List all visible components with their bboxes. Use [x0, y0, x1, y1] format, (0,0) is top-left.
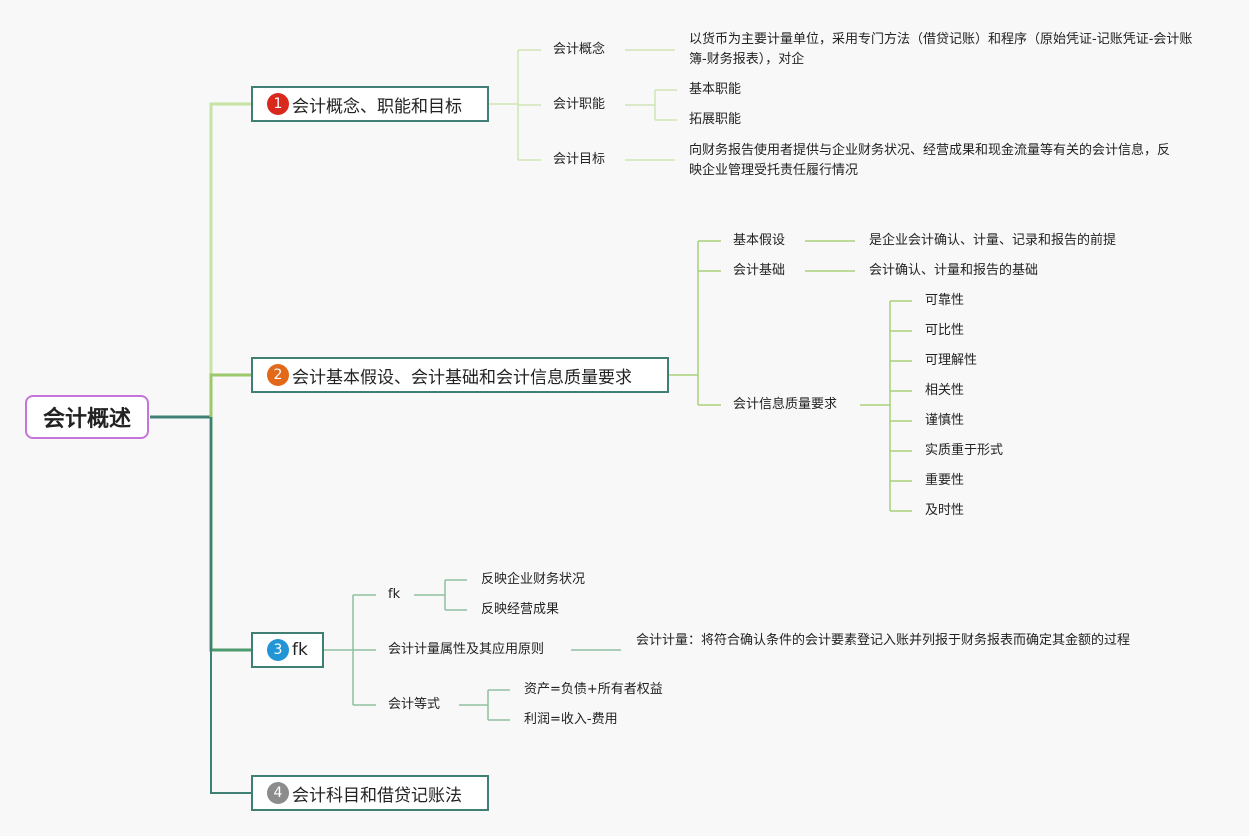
- quality-item[interactable]: 重要性: [925, 473, 965, 488]
- subtopic-equation[interactable]: 会计等式: [388, 697, 441, 712]
- measure-text[interactable]: 会计计量：将符合确认条件的会计要素登记入账并列报于财务报表而确定其金额的过程: [636, 633, 1131, 648]
- subtopic-concept[interactable]: 会计概念: [553, 42, 606, 57]
- topic-1-label: 会计概念、职能和目标: [292, 96, 462, 117]
- topic-4-node[interactable]: 4 会计科目和借贷记账法: [251, 775, 489, 811]
- subtopic-fk[interactable]: fk: [388, 587, 401, 602]
- subtopic-function[interactable]: 会计职能: [553, 97, 606, 112]
- quality-item[interactable]: 及时性: [925, 503, 965, 518]
- goal-text[interactable]: 向财务报告使用者提供与企业财务状况、经营成果和现金流量等有关的会计信息，反映企业…: [689, 143, 1171, 178]
- concept-text[interactable]: 以货币为主要计量单位，采用专门方法（借贷记账）和程序（原始凭证-记账凭证-会计账…: [689, 32, 1193, 67]
- connector-topic2: [209, 373, 251, 417]
- topic-3-label: fk: [292, 640, 308, 660]
- connector-topic4: [210, 417, 251, 794]
- number-badge-2: 2: [267, 364, 289, 386]
- subtopic-quality[interactable]: 会计信息质量要求: [733, 397, 838, 412]
- number-badge-3: 3: [267, 639, 289, 661]
- quality-item[interactable]: 可靠性: [925, 293, 965, 308]
- basis-text[interactable]: 会计确认、计量和报告的基础: [869, 263, 1039, 278]
- quality-item[interactable]: 实质重于形式: [925, 443, 1004, 458]
- topic-1-node[interactable]: 1 会计概念、职能和目标: [251, 86, 489, 122]
- connector-topic1: [209, 102, 251, 417]
- subtopic-assumption[interactable]: 基本假设: [733, 233, 786, 248]
- fk-item-results[interactable]: 反映经营成果: [481, 602, 560, 617]
- topic-2-node[interactable]: 2 会计基本假设、会计基础和会计信息质量要求: [251, 357, 669, 393]
- equation-item-assets[interactable]: 资产=负债+所有者权益: [524, 682, 663, 697]
- quality-item[interactable]: 可比性: [925, 323, 965, 338]
- subtopic-basis[interactable]: 会计基础: [733, 263, 786, 278]
- number-badge-1: 1: [267, 93, 289, 115]
- subtopic-measure[interactable]: 会计计量属性及其应用原则: [388, 642, 545, 657]
- root-node[interactable]: 会计概述: [25, 395, 149, 439]
- function-item-extended[interactable]: 拓展职能: [689, 112, 742, 127]
- quality-item[interactable]: 谨慎性: [925, 413, 965, 428]
- assumption-text[interactable]: 是企业会计确认、计量、记录和报告的前提: [869, 233, 1117, 248]
- root-label: 会计概述: [42, 407, 131, 432]
- quality-item[interactable]: 可理解性: [925, 353, 978, 368]
- equation-item-profit[interactable]: 利润=收入-费用: [524, 712, 618, 727]
- subtopic-goal[interactable]: 会计目标: [553, 152, 606, 167]
- topic-4-label: 会计科目和借贷记账法: [292, 785, 462, 806]
- topic-3-node[interactable]: 3 fk: [251, 632, 324, 668]
- connector-topic3: [209, 417, 251, 652]
- function-item-basic[interactable]: 基本职能: [689, 82, 742, 97]
- fk-item-financial[interactable]: 反映企业财务状况: [481, 572, 586, 587]
- quality-item[interactable]: 相关性: [925, 383, 965, 398]
- number-badge-4: 4: [267, 782, 289, 804]
- topic-2-label: 会计基本假设、会计基础和会计信息质量要求: [292, 367, 632, 388]
